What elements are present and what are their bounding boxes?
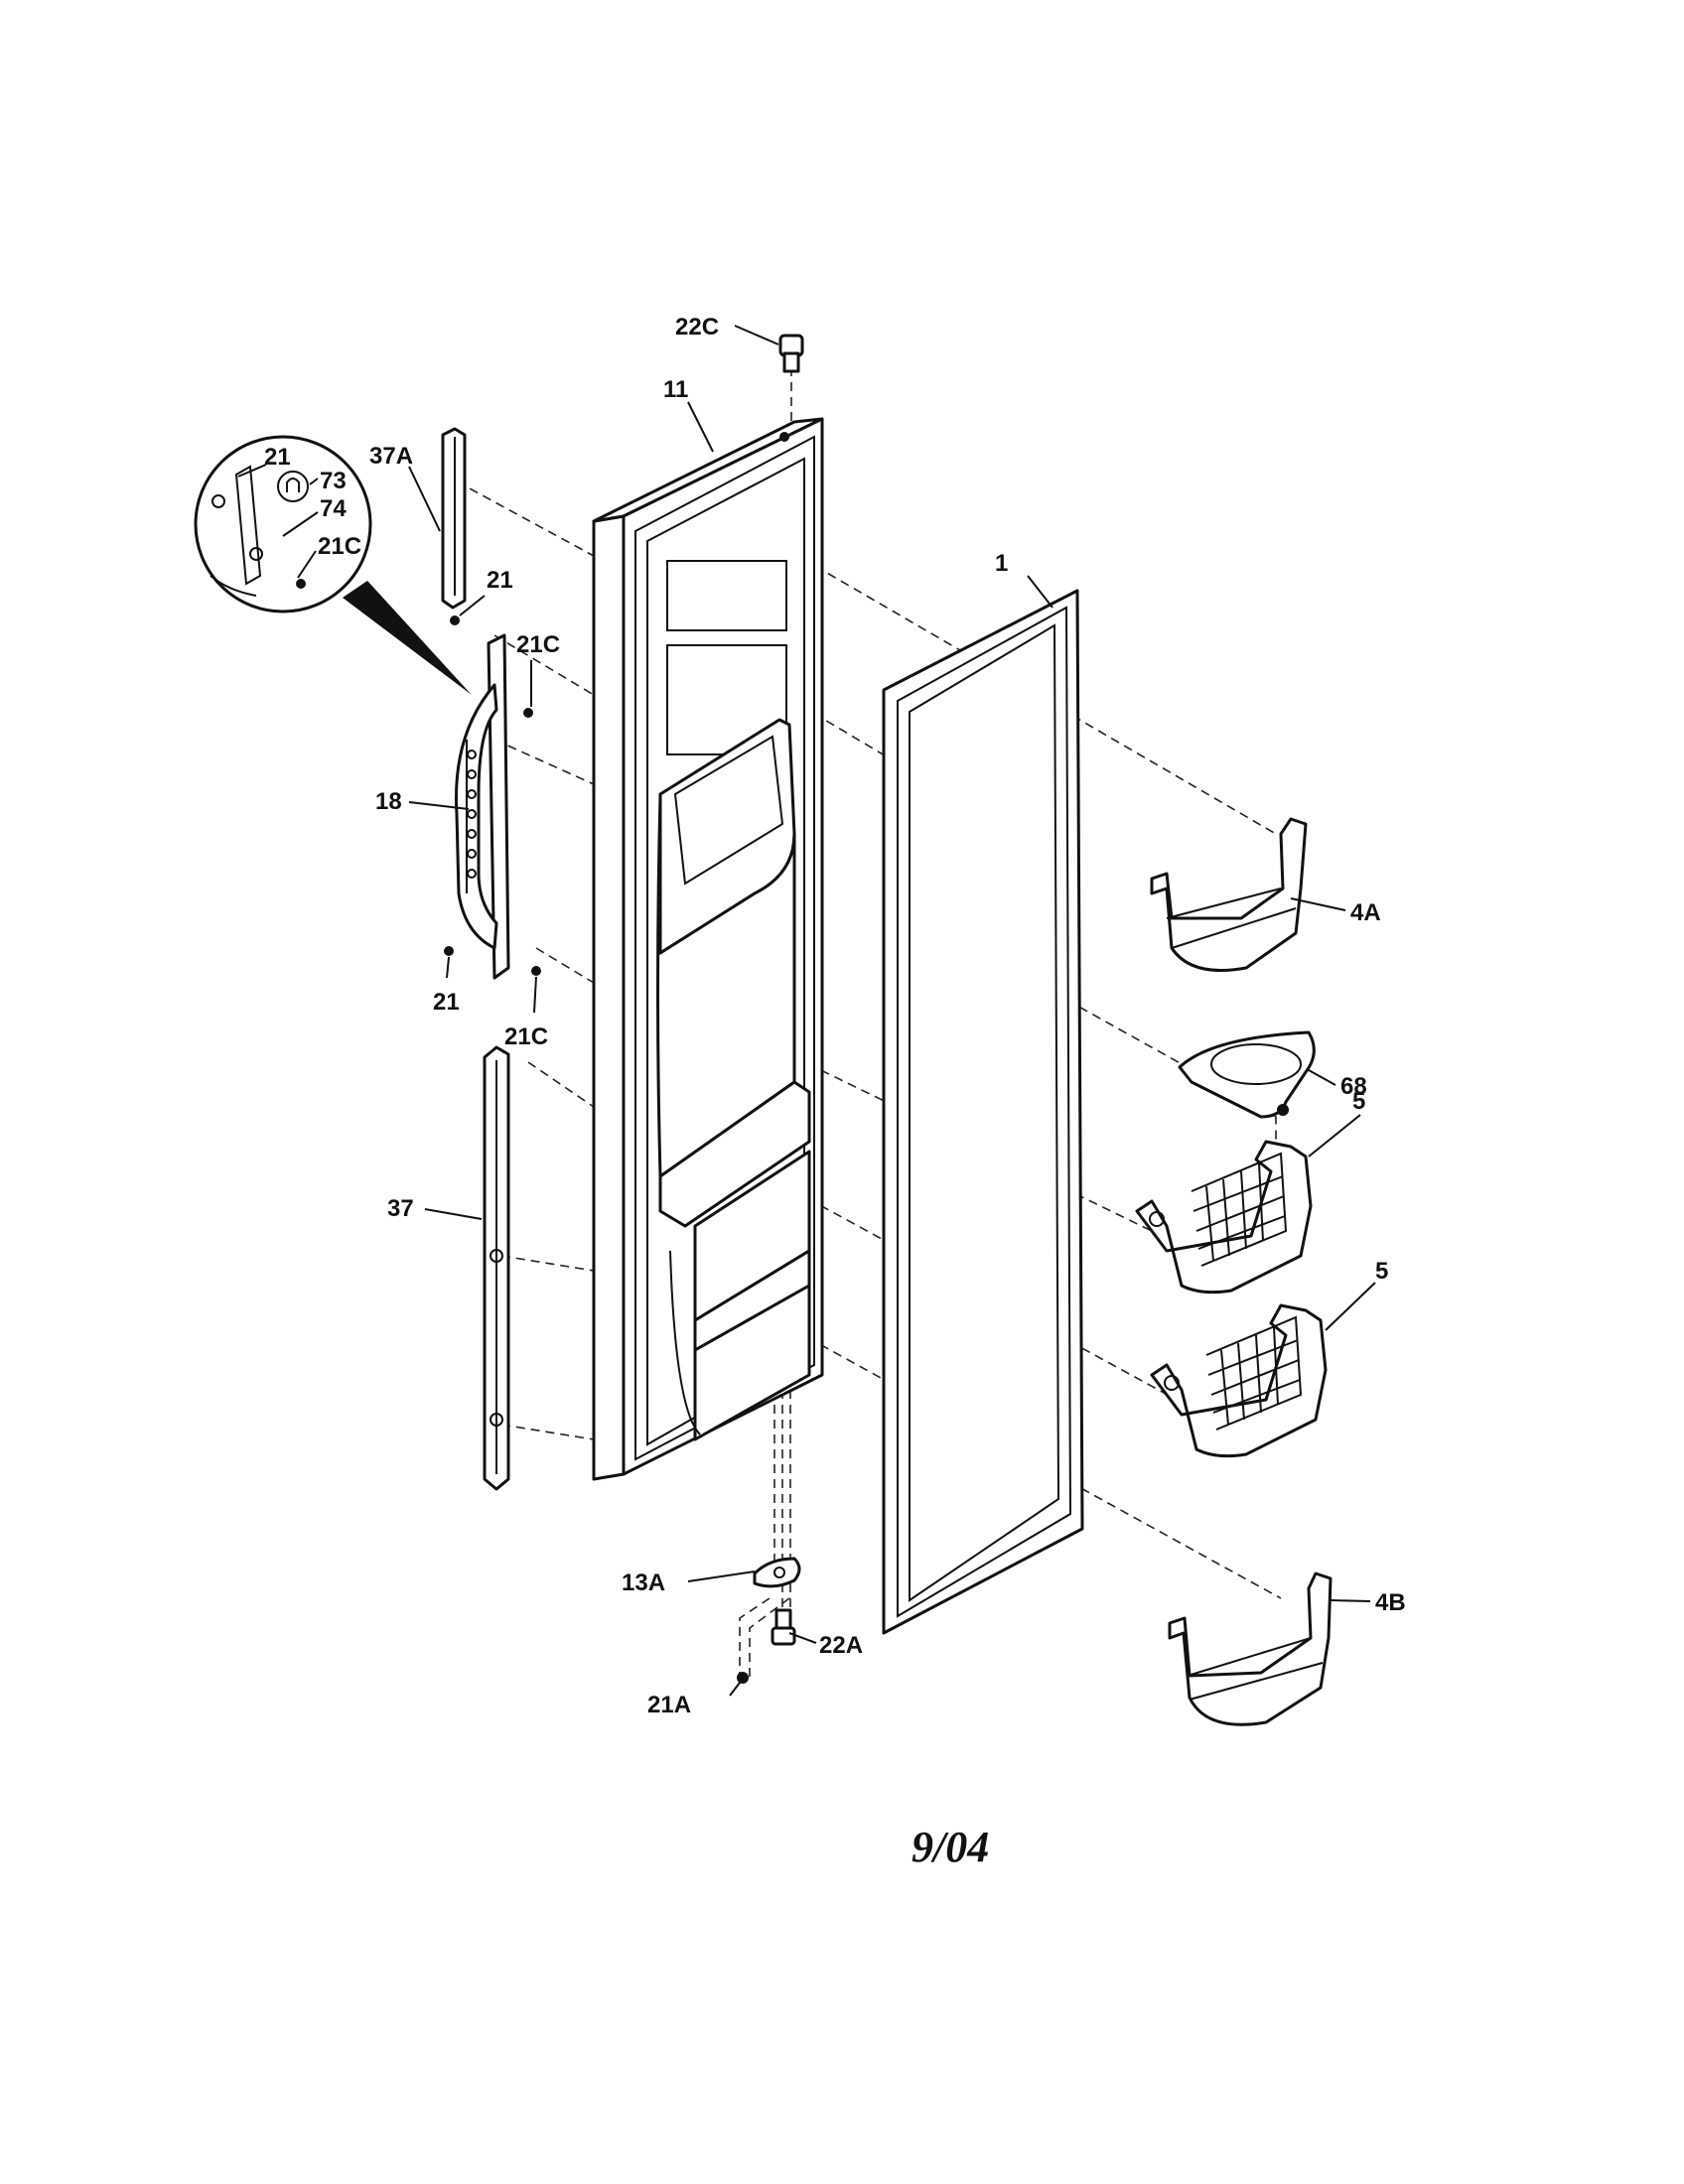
label-13A: 13A xyxy=(622,1570,665,1596)
wire-grid-lower xyxy=(1205,1315,1303,1431)
label-37: 37 xyxy=(387,1195,414,1222)
alignment-lines xyxy=(456,338,1282,1678)
door-bin-part-4B xyxy=(1168,1571,1333,1726)
label-21C-bottom: 21C xyxy=(504,1024,548,1050)
label-22C: 22C xyxy=(675,314,719,341)
label-5-lower: 5 xyxy=(1375,1258,1388,1285)
label-1: 1 xyxy=(995,550,1008,577)
dispenser-cup-part-68 xyxy=(1178,1030,1316,1119)
label-21C-top: 21C xyxy=(516,631,560,658)
wire-basket-part-5-lower xyxy=(1150,1303,1328,1458)
label-4B: 4B xyxy=(1375,1589,1406,1616)
label-21A: 21A xyxy=(647,1692,691,1718)
label-18: 18 xyxy=(375,788,402,815)
screws-part-21-21C xyxy=(444,615,541,976)
label-73: 73 xyxy=(320,468,347,494)
label-21C-detail: 21C xyxy=(318,533,361,560)
label-21-detail: 21 xyxy=(264,444,291,471)
door-handle-part-18 xyxy=(455,633,510,980)
date-code: 9/04 xyxy=(912,1823,989,1871)
leader-lines xyxy=(237,325,1376,1697)
top-hinge-pin-part-22C xyxy=(778,334,804,373)
top-trim-part-37A xyxy=(441,427,467,610)
label-4A: 4A xyxy=(1350,899,1381,926)
label-74: 74 xyxy=(320,495,347,522)
lower-trim-part-37 xyxy=(483,1045,510,1491)
handle-mount-detail-circle xyxy=(194,435,472,695)
label-21-top: 21 xyxy=(487,567,513,594)
screw-part-21A xyxy=(737,1672,749,1684)
label-37A: 37A xyxy=(369,443,413,470)
label-22A: 22A xyxy=(819,1632,863,1659)
label-11: 11 xyxy=(663,376,688,403)
callout-labels: 22C 11 37A 21 73 74 21C 21 21C 1 18 4A 2… xyxy=(264,314,1406,1718)
door-shell-part-11 xyxy=(592,417,824,1481)
label-5-upper: 5 xyxy=(1352,1088,1365,1115)
wire-basket-part-5-upper xyxy=(1135,1140,1313,1295)
door-gasket-part-1 xyxy=(882,589,1084,1635)
label-68: 68 xyxy=(1340,1073,1367,1100)
label-21-bottom: 21 xyxy=(433,989,460,1016)
wire-grid-upper xyxy=(1191,1152,1288,1267)
bottom-hinge-plate-part-13A xyxy=(753,1557,801,1588)
bottom-hinge-pin-part-22A xyxy=(771,1608,796,1646)
handle-grip-dots xyxy=(467,750,477,879)
door-bin-part-4A xyxy=(1150,817,1308,972)
